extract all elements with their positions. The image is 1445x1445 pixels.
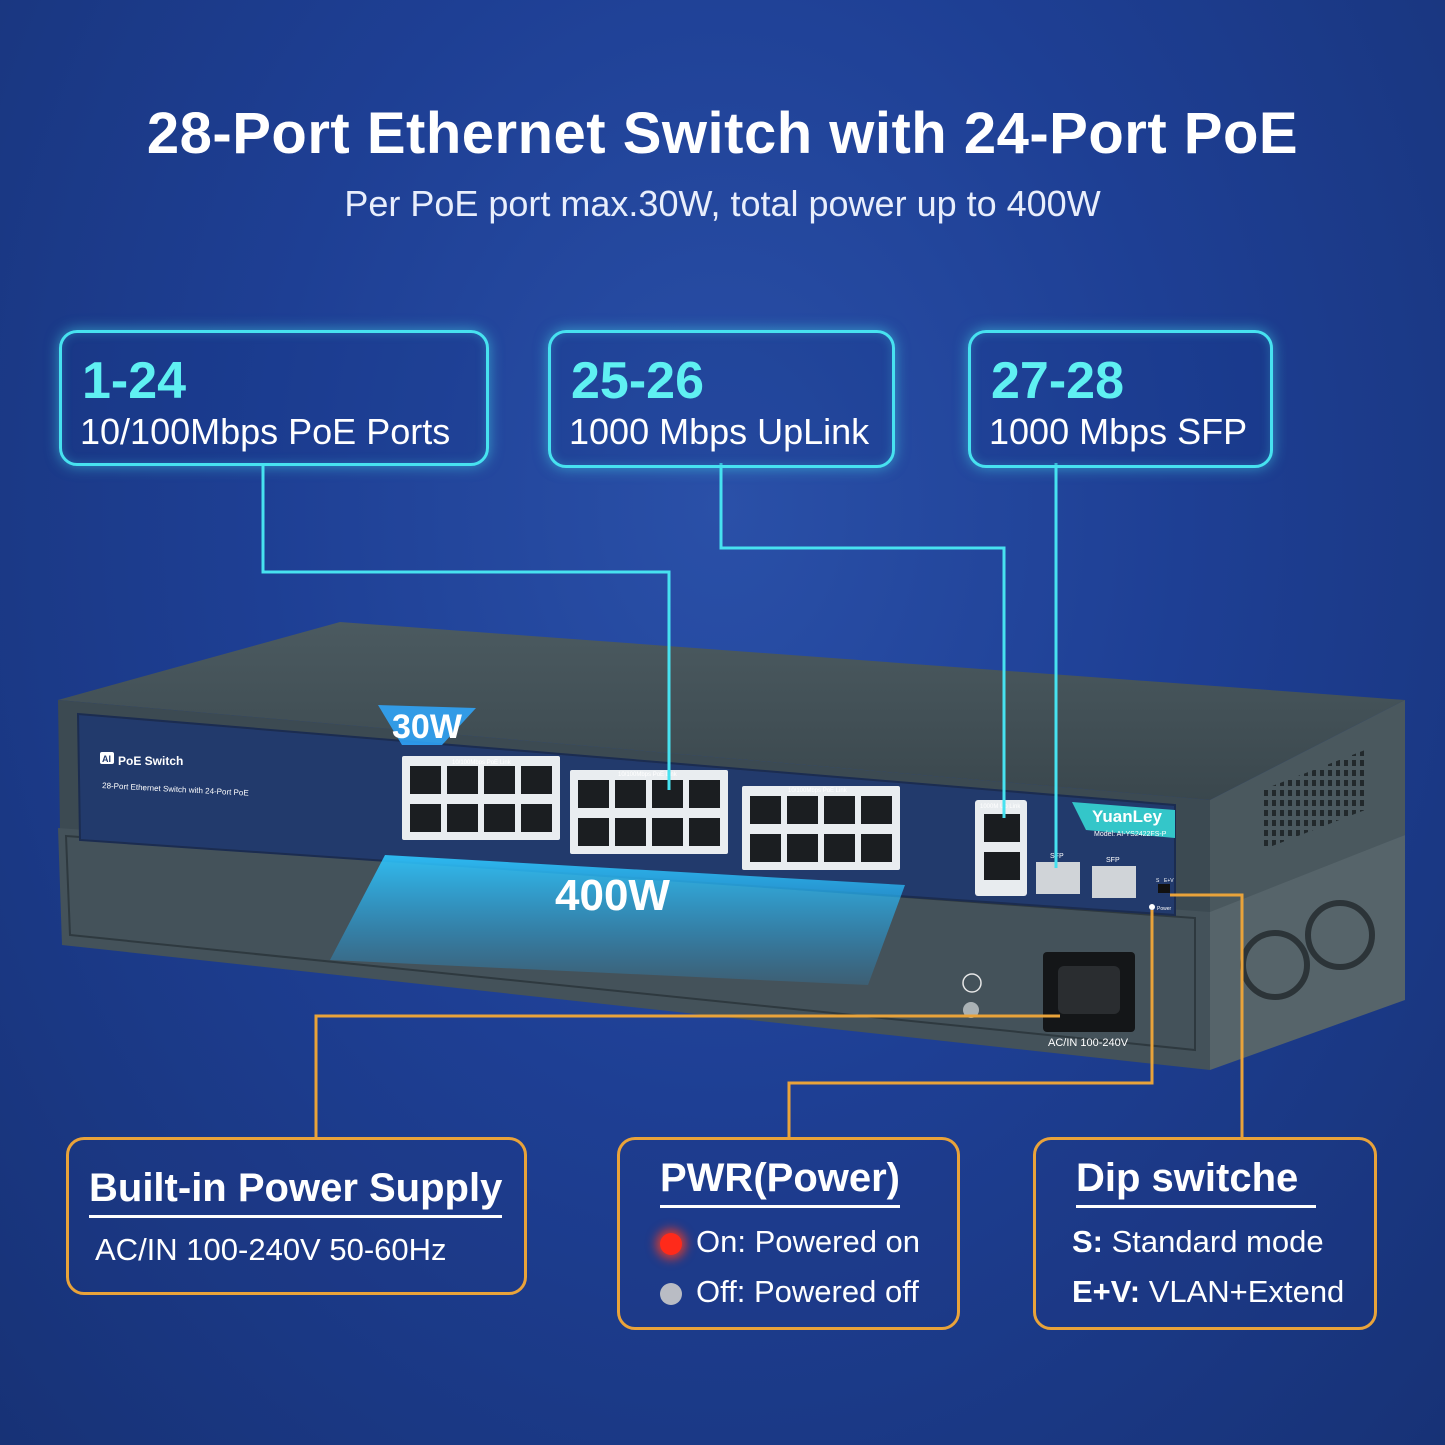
- rj45-port: [578, 818, 609, 846]
- ground-icon: [962, 973, 982, 993]
- page-subtitle: Per PoE port max.30W, total power up to …: [344, 183, 1101, 224]
- led-off-icon: [660, 1282, 682, 1305]
- power-beam-30w: [378, 705, 476, 745]
- total-power-label: 400W: [555, 871, 670, 920]
- pwr-off-line: Off: Powered off: [660, 1274, 919, 1310]
- brand-logo: YuanLey: [1092, 807, 1162, 826]
- callout-poe-ports: 1-24 10/100Mbps PoE Ports: [59, 330, 489, 466]
- callout-desc: 1000 Mbps UpLink: [569, 411, 870, 452]
- callout-pwr: PWR(Power) On: Powered on Off: Powered o…: [617, 1137, 960, 1330]
- rj45-port: [787, 796, 818, 824]
- rj45-port: [447, 766, 478, 794]
- rj45-port: [578, 780, 609, 808]
- rj45-port: [521, 766, 552, 794]
- svg-text:10/100Mbps PoE Link: 10/100Mbps PoE Link: [452, 760, 512, 766]
- fan-icon: [1305, 900, 1375, 970]
- rj45-port: [447, 804, 478, 832]
- rj45-port: [861, 796, 892, 824]
- callout-title: Dip switche: [1076, 1156, 1317, 1208]
- callout-range: 1-24: [82, 352, 187, 410]
- svg-text:10/100Mbps PoE Link: 10/100Mbps PoE Link: [788, 788, 848, 794]
- poe-ports: [402, 756, 900, 870]
- rj45-port: [484, 804, 515, 832]
- ai-badge: [100, 752, 114, 764]
- svg-text:SFP: SFP: [1106, 857, 1120, 864]
- callout-desc: 1000 Mbps SFP: [989, 411, 1248, 452]
- ground-screw: [963, 1002, 979, 1018]
- page-title: 28-Port Ethernet Switch with 24-Port PoE: [146, 101, 1299, 166]
- rj45-port: [824, 796, 855, 824]
- orange-connectors: [314, 893, 1244, 1138]
- svg-text:10/100Mbps PoE Link: 10/100Mbps PoE Link: [618, 772, 678, 778]
- uplink-port-26: [984, 852, 1020, 880]
- dip-switch: [1158, 884, 1170, 893]
- callout-power-supply: Built-in Power Supply AC/IN 100-240V 50-…: [66, 1137, 527, 1295]
- sfp-port-28: [1092, 866, 1136, 898]
- callout-title: Built-in Power Supply: [89, 1166, 503, 1218]
- vent-grille: [1262, 750, 1365, 850]
- svg-text:AI: AI: [102, 754, 111, 764]
- rj45-port: [521, 804, 552, 832]
- callout-uplink: 25-26 1000 Mbps UpLink: [548, 330, 895, 468]
- pwr-on-line: On: Powered on: [660, 1224, 920, 1260]
- port-power-label: 30W: [392, 708, 463, 746]
- ac-label: AC/IN 100-240V: [1048, 1037, 1129, 1049]
- rj45-port: [750, 796, 781, 824]
- svg-text:1000M Up Link: 1000M Up Link: [980, 804, 1021, 810]
- rj45-port: [824, 834, 855, 862]
- callout-range: 25-26: [571, 352, 704, 410]
- svg-text:Model: AI-YS2422FS-P: Model: AI-YS2422FS-P: [1094, 831, 1167, 838]
- svg-text:Power: Power: [1157, 906, 1172, 912]
- rj45-port: [689, 780, 720, 808]
- rj45-port: [615, 818, 646, 846]
- rj45-port: [410, 766, 441, 794]
- cyan-connectors: [261, 463, 1058, 868]
- callout-line: AC/IN 100-240V 50-60Hz: [95, 1232, 447, 1267]
- brand-plate: [1072, 802, 1175, 838]
- uplink-port-25: [984, 814, 1020, 842]
- rj45-port: [750, 834, 781, 862]
- callout-desc: 10/100Mbps PoE Ports: [80, 411, 451, 452]
- callout-sfp: 27-28 1000 Mbps SFP: [968, 330, 1273, 468]
- device-label: PoE Switch: [118, 754, 183, 768]
- rj45-port: [689, 818, 720, 846]
- callout-dip-switch: Dip switche S: Standard mode E+V: VLAN+E…: [1033, 1137, 1377, 1330]
- rj45-port: [652, 818, 683, 846]
- callout-range: 27-28: [991, 352, 1124, 410]
- svg-text:E+V: E+V: [1164, 878, 1174, 884]
- callout-title: PWR(Power): [660, 1156, 900, 1208]
- svg-text:S: S: [1156, 878, 1160, 884]
- rj45-port: [410, 804, 441, 832]
- power-beam-400w: [330, 855, 905, 985]
- led-on-icon: [660, 1232, 682, 1255]
- rj45-port: [615, 780, 646, 808]
- switch-top-surface: [58, 622, 1405, 800]
- port-group: [570, 770, 728, 854]
- port-group: [402, 756, 560, 840]
- dip-s-line: S: Standard mode: [1072, 1224, 1324, 1259]
- port-group: [742, 786, 900, 870]
- sfp-port-27: [1036, 862, 1080, 894]
- rj45-port: [484, 766, 515, 794]
- rj45-port: [787, 834, 818, 862]
- power-led: [1149, 904, 1155, 910]
- dip-ev-line: E+V: VLAN+Extend: [1072, 1274, 1345, 1309]
- rj45-port: [861, 834, 892, 862]
